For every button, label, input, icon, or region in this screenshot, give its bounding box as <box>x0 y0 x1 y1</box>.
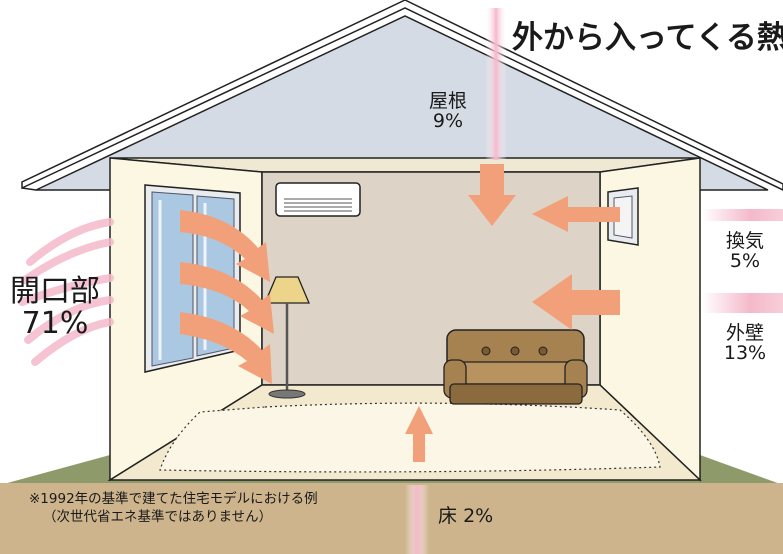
floor-label: 床 2% <box>438 505 494 527</box>
roof-value: 9% <box>432 109 464 132</box>
ventilation-label: 換気 5% <box>705 230 783 272</box>
wall-name: 外壁 <box>725 322 764 344</box>
wall-label: 外壁 13% <box>705 322 783 364</box>
wall-value: 13% <box>723 341 767 364</box>
roof-outline <box>21 0 783 191</box>
openings-name: 開口部 <box>10 274 100 309</box>
footnote-line-2: （次世代省エネ基準ではありません） <box>43 509 273 526</box>
ventilation-value: 5% <box>729 249 761 272</box>
heat-arrows <box>180 164 620 462</box>
roof-heat-stripe <box>485 8 507 160</box>
floor-value: 2% <box>463 505 494 527</box>
rug <box>159 402 661 473</box>
vent-heat-stripe <box>702 209 783 221</box>
wall-arrow <box>532 274 620 330</box>
opening-heat-stripes <box>18 218 114 366</box>
ventilation-name: 換気 <box>725 230 764 252</box>
floor-arrow <box>405 406 433 462</box>
floor-heat-stripe <box>405 485 429 554</box>
roof-name: 屋根 <box>428 90 467 112</box>
window-arrow-2 <box>180 262 274 334</box>
sofa <box>443 329 588 405</box>
window-arrow-1 <box>180 210 270 282</box>
footnote-line-1: ※1992年の基準で建てた住宅モデルにおける例 <box>29 491 318 507</box>
openings-value: 71% <box>21 305 89 341</box>
vent-arrow <box>532 196 620 232</box>
footnote: ※1992年の基準で建てた住宅モデルにおける例 （次世代省エネ基準ではありません… <box>29 490 318 526</box>
window-arrow-3 <box>180 312 272 384</box>
diagram-title: 外から入ってくる熱 <box>512 20 783 56</box>
roof-arrow <box>468 164 516 226</box>
floor-name: 床 <box>438 505 458 527</box>
floor-lamp <box>264 276 310 399</box>
ground <box>0 483 783 554</box>
wall-heat-stripe <box>702 293 783 313</box>
roof-label: 屋根 9% <box>408 90 488 132</box>
openings-label: 開口部 71% <box>0 276 110 339</box>
